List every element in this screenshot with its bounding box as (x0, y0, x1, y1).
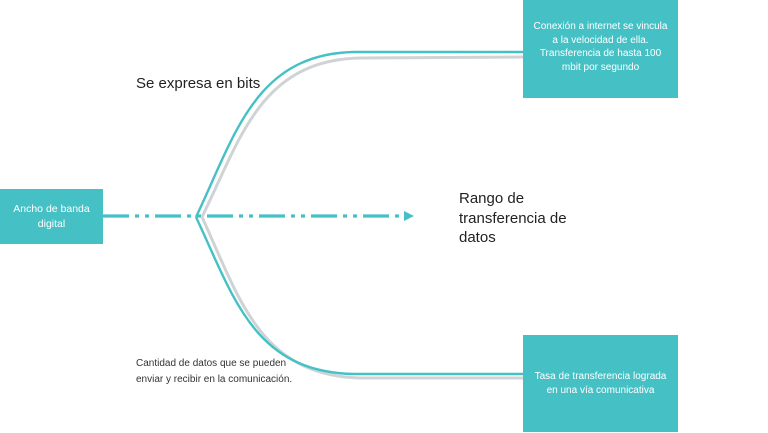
bottom-node-box: Tasa de transferencia lograda en una vía… (523, 335, 678, 432)
top-branch-label: Se expresa en bits (136, 75, 261, 92)
root-node-text: Ancho de banda digital (13, 203, 90, 230)
top-branch-line (194, 50, 523, 218)
top-node-text: Conexión a internet se vincula a la velo… (533, 21, 668, 73)
bottom-node-text: Tasa de transferencia lograda en una vía… (534, 371, 667, 396)
bottom-branch-line (194, 216, 523, 376)
bottom-branch-shadow (200, 216, 523, 380)
bottom-branch-label: Cantidad de datos que se pueden enviar y… (136, 358, 293, 385)
center-arrow-head (404, 211, 414, 221)
top-branch-shadow (200, 55, 524, 218)
root-node-box: Ancho de banda digital (0, 189, 103, 244)
center-label: Rango de transferencia de datos (459, 190, 567, 246)
top-node-box: Conexión a internet se vincula a la velo… (523, 0, 678, 98)
